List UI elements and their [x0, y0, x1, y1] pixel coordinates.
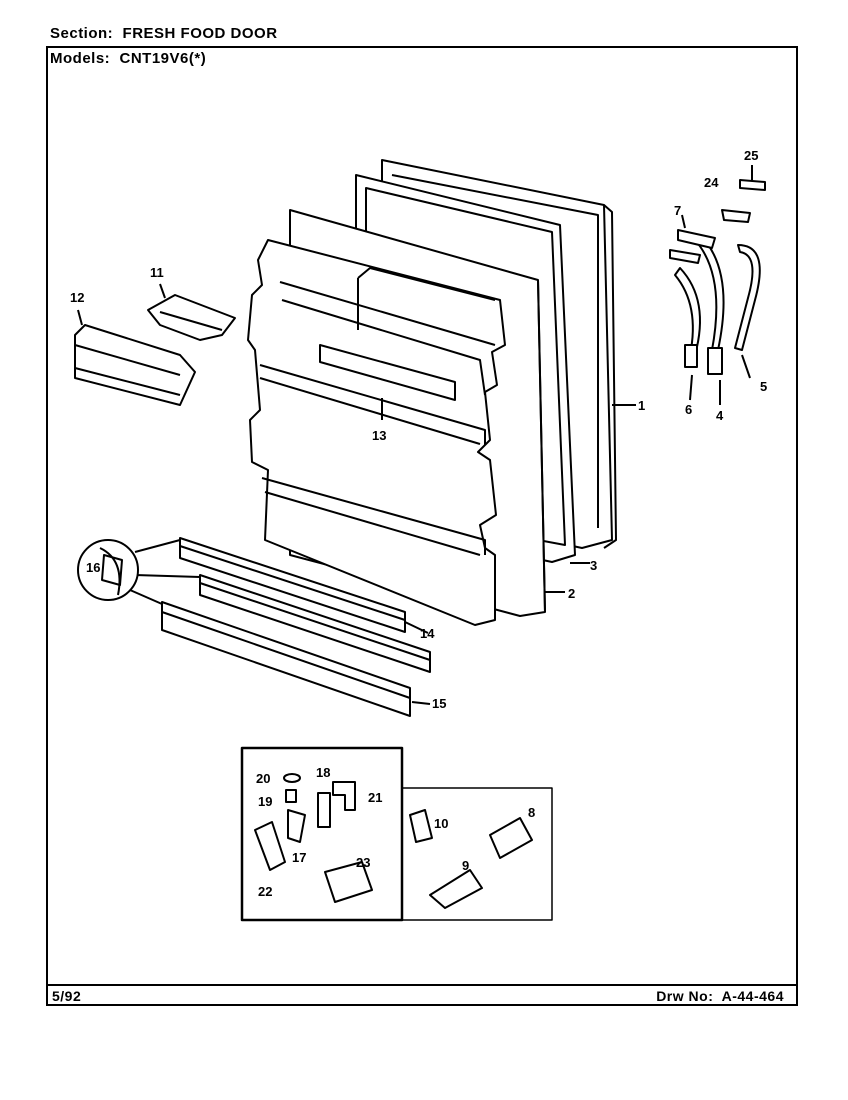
shelf-clip-detail [77, 539, 139, 601]
drawing-number-value: A-44-464 [721, 988, 784, 1004]
dairy-door [74, 309, 196, 406]
hinge-kit-box [240, 746, 553, 922]
footer-rule [46, 984, 798, 986]
callout-21: 21 [368, 790, 382, 805]
section-label: Section: [50, 25, 114, 42]
callout-9: 9 [462, 858, 469, 873]
section-value: FRESH FOOD DOOR [122, 25, 278, 42]
callout-18: 18 [316, 765, 330, 780]
drawing-date: 5/92 [52, 988, 82, 1004]
drawing-number-line: Drw No: A-44-464 [656, 988, 784, 1004]
callout-16: 16 [86, 560, 100, 575]
callout-labels: 1 2 3 4 5 6 7 8 9 10 11 12 13 14 15 16 1… [70, 148, 767, 899]
callout-22: 22 [258, 884, 272, 899]
callout-10: 10 [434, 816, 448, 831]
door-liner-shelves [247, 239, 506, 626]
section-header: Section: FRESH FOOD DOOR [50, 25, 278, 42]
callout-11: 11 [150, 265, 164, 280]
models-label: Models: [50, 50, 111, 67]
callout-13: 13 [372, 428, 386, 443]
callout-6: 6 [685, 402, 692, 417]
callout-15: 15 [432, 696, 446, 711]
callout-19: 19 [258, 794, 272, 809]
shelf-trims [129, 537, 431, 717]
callout-3: 3 [590, 558, 597, 573]
callout-14: 14 [420, 626, 435, 641]
callout-17: 17 [292, 850, 306, 865]
small-bin [147, 283, 236, 341]
callout-12: 12 [70, 290, 84, 305]
callout-23: 23 [356, 855, 370, 870]
models-value: CNT19V6(*) [119, 50, 207, 67]
callout-2: 2 [568, 586, 575, 601]
door-handle-parts [669, 165, 766, 405]
callout-5: 5 [760, 379, 767, 394]
callout-1: 1 [638, 398, 645, 413]
models-header: Models: CNT19V6(*) [50, 50, 206, 67]
callout-7: 7 [674, 203, 681, 218]
callout-20: 20 [256, 771, 270, 786]
drawing-number-label: Drw No: [656, 988, 714, 1004]
callout-24: 24 [704, 175, 719, 190]
drawing-frame [46, 46, 798, 1006]
callout-25: 25 [744, 148, 758, 163]
callout-4: 4 [716, 408, 724, 423]
callout-8: 8 [528, 805, 535, 820]
